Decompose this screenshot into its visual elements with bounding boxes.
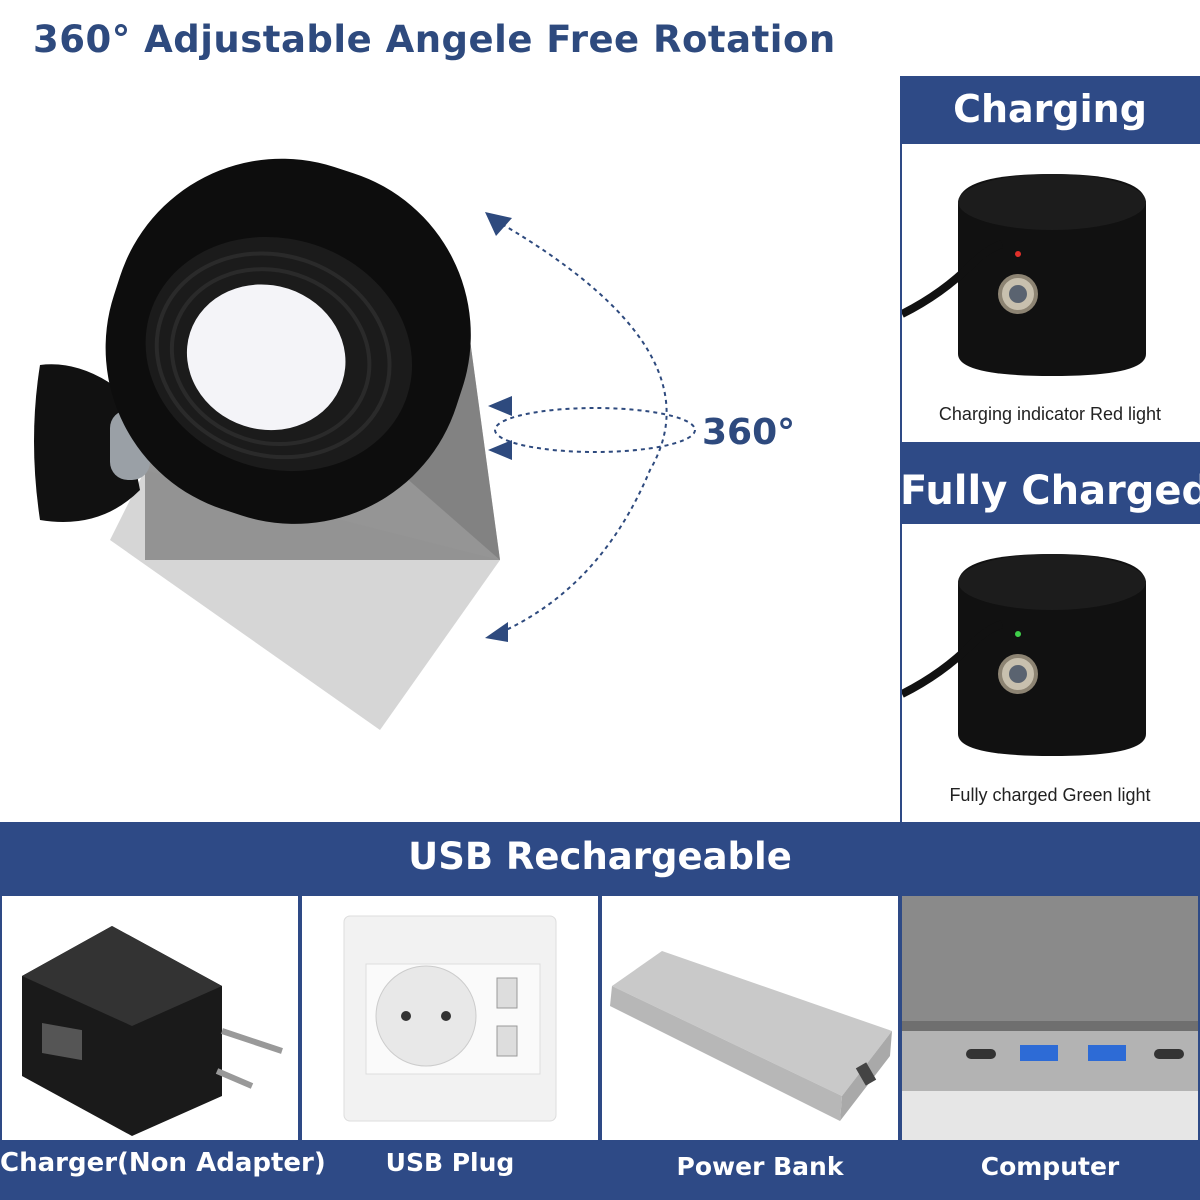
power-bank-label: Power Bank	[676, 1152, 844, 1181]
usb-heading: USB Rechargeable	[408, 835, 792, 878]
arrow-middle-lower-icon	[488, 440, 512, 460]
fully-charged-panel	[900, 524, 1200, 822]
arrow-top-icon	[485, 212, 512, 236]
charging-options-row	[0, 894, 1200, 1200]
rotation-arc	[494, 219, 668, 636]
wall-socket-icon	[343, 915, 557, 1122]
computer-label: Computer	[980, 1152, 1120, 1181]
charging-caption: Charging indicator Red light	[938, 404, 1162, 424]
fully-charged-caption: Fully charged Green light	[949, 785, 1151, 805]
usb-plug-label: USB Plug	[385, 1148, 515, 1177]
power-bank-icon	[610, 951, 892, 1121]
charger-tile	[2, 896, 298, 1140]
charging-red-indicator	[1015, 251, 1021, 257]
power-bank-tile	[602, 896, 898, 1140]
page-title: 360° Adjustable Angele Free Rotation	[33, 18, 836, 61]
arrow-bottom-icon	[485, 622, 508, 642]
charging-lamp-base-icon	[900, 174, 1146, 376]
fully-charged-heading: Fully Charged	[900, 442, 1200, 524]
lamp-head	[105, 158, 471, 524]
rotation-degree-label: 360°	[702, 412, 796, 453]
charging-panel	[900, 144, 1200, 442]
charger-icon	[22, 926, 283, 1136]
usb-banner	[0, 822, 1200, 894]
charging-heading: Charging	[900, 76, 1200, 144]
charged-lamp-base-icon	[900, 554, 1146, 756]
usb-plug-tile	[302, 896, 598, 1140]
arrow-middle-upper-icon	[488, 396, 512, 416]
computer-tile	[902, 896, 1198, 1140]
rotation-ellipse	[494, 407, 696, 453]
charged-green-indicator	[1015, 631, 1021, 637]
charger-label: Charger(Non Adapter)	[0, 1148, 326, 1178]
rotating-lamp-illustration	[34, 158, 696, 730]
laptop-ports-icon	[902, 896, 1198, 1140]
wall-mount-base	[34, 364, 140, 522]
